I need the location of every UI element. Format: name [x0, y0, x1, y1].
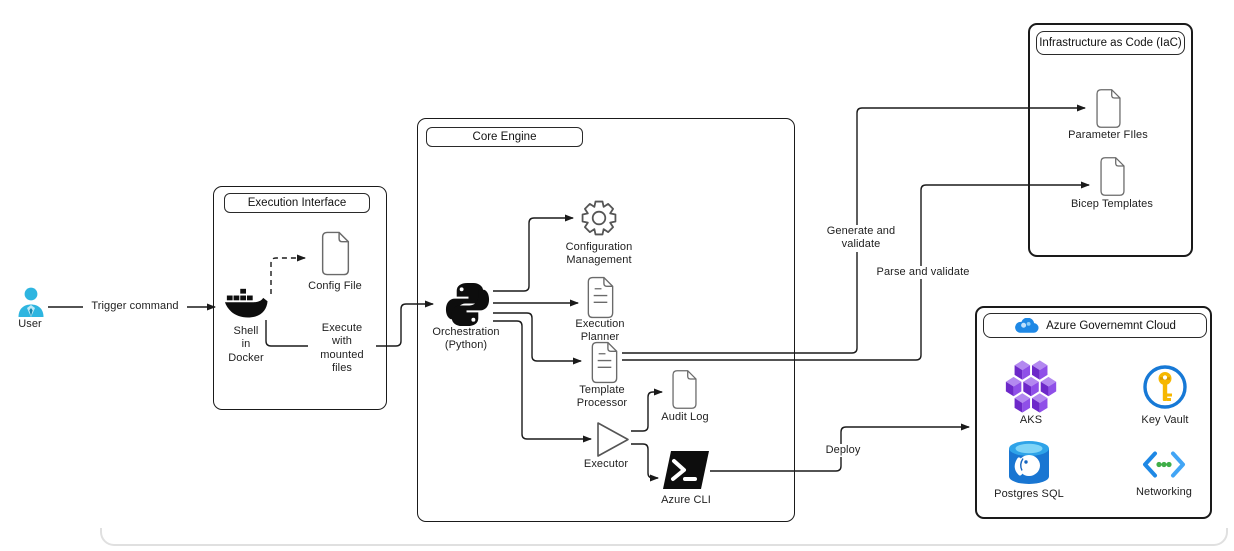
execution-interface-box — [213, 186, 387, 410]
postgres-label: Postgres SQL — [994, 488, 1064, 500]
executor-icon — [596, 421, 631, 458]
execute-with-mounted-files-label: Execute with mounted files — [308, 322, 376, 376]
window-bottom-edge — [100, 528, 1228, 546]
azure-cloud-icon — [1014, 317, 1039, 334]
iac-title: Infrastructure as Code (IaC) — [1036, 31, 1185, 55]
user-label: User — [18, 318, 42, 330]
execution-interface-title: Execution Interface — [224, 193, 370, 213]
trigger-command-label: Trigger command — [83, 300, 187, 314]
iac-title-label: Infrastructure as Code (IaC) — [1039, 37, 1182, 49]
cloud-box — [975, 306, 1212, 519]
cloud-title-label: Azure Governemnt Cloud — [1046, 319, 1176, 332]
bicep-templates-icon — [1096, 156, 1129, 197]
parameter-files-icon — [1092, 88, 1125, 129]
key-vault-label: Key Vault — [1141, 414, 1189, 426]
aks-label: AKS — [1019, 414, 1043, 426]
parse-and-validate-label: Parse and validate — [868, 266, 978, 280]
postgres-icon — [1007, 438, 1051, 487]
deploy-label: Deploy — [819, 444, 867, 458]
python-icon — [442, 280, 493, 329]
executor-label: Executor — [583, 458, 629, 470]
template-processor-label: Template Processor — [576, 384, 628, 410]
audit-log-icon — [668, 369, 701, 410]
azure-cli-label: Azure CLI — [661, 494, 711, 506]
networking-label: Networking — [1135, 486, 1193, 498]
user-icon — [16, 286, 46, 319]
execution-planner-label: Execution Planner — [575, 318, 625, 344]
docker-icon — [224, 287, 268, 327]
key-vault-icon — [1142, 364, 1188, 410]
shell-in-docker-label: Shell in Docker — [228, 325, 264, 364]
template-processor-icon — [587, 341, 622, 384]
aks-icon — [1002, 360, 1062, 415]
networking-icon — [1140, 450, 1188, 479]
gear-icon — [578, 197, 620, 239]
execution-planner-icon — [583, 276, 618, 319]
core-engine-title-label: Core Engine — [472, 131, 537, 143]
config-file-label: Config File — [308, 280, 362, 292]
azure-cli-icon — [662, 450, 710, 490]
config-file-icon — [317, 229, 354, 278]
core-engine-title: Core Engine — [426, 127, 583, 147]
generate-and-validate-label: Generate and validate — [806, 225, 916, 252]
orchestration-label: Orchestration (Python) — [432, 326, 500, 352]
configuration-management-label: Configuration Management — [565, 241, 633, 267]
cloud-title: Azure Governemnt Cloud — [983, 313, 1207, 338]
bicep-templates-label: Bicep Templates — [1070, 198, 1153, 210]
parameter-files-label: Parameter FIles — [1068, 129, 1148, 141]
execution-interface-title-label: Execution Interface — [247, 197, 347, 209]
audit-log-label: Audit Log — [661, 411, 709, 423]
